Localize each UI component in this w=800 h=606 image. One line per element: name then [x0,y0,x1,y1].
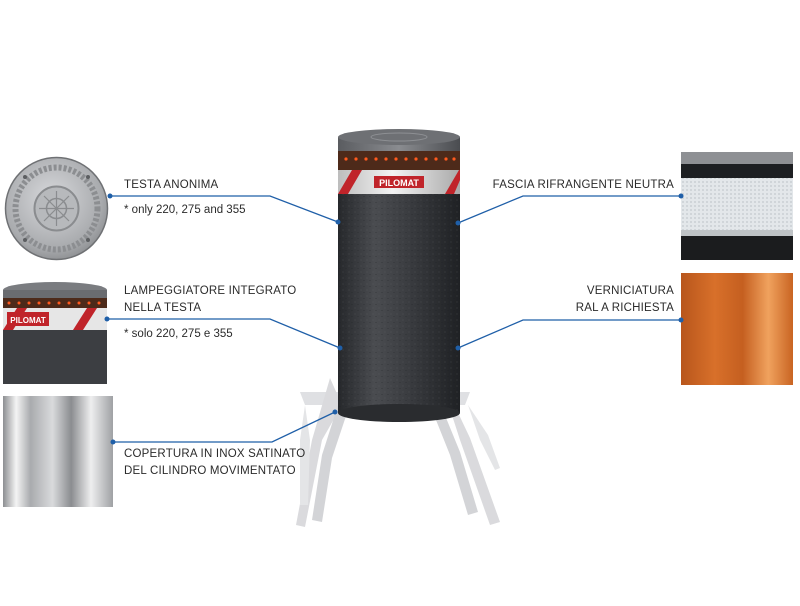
thumb-logo: PILOMAT [10,316,46,325]
band-logo: PILOMAT [379,178,419,188]
lampeggiatore-note-text: * solo 220, 275 e 355 [124,328,233,340]
lampeggiatore-line1: LAMPEGGIATORE INTEGRATO [124,285,297,297]
lampeggiatore-note: * solo 220, 275 e 355 [124,327,233,341]
verniciatura-label: VERNICIATURA RAL A RICHIESTA [576,283,674,317]
verniciatura-line2: RAL A RICHIESTA [575,302,674,314]
integrated-flasher-thumbnail: PILOMAT [3,280,107,384]
testa-anonima-label: TESTA ANONIMA [124,177,218,194]
fascia-title: FASCIA RIFRANGENTE NEUTRA [492,179,674,191]
testa-note-text: * only 220, 275 and 355 [124,204,246,216]
lampeggiatore-line2: NELLA TESTA [124,302,202,314]
reflective-band-thumbnail [681,152,793,260]
anonymous-head-thumbnail [3,155,110,262]
copertura-line2: DEL CILINDRO MOVIMENTATO [124,465,296,477]
copertura-label: COPERTURA IN INOX SATINATO DEL CILINDRO … [124,446,305,480]
lampeggiatore-label: LAMPEGGIATORE INTEGRATO NELLA TESTA [124,283,296,317]
testa-note: * only 220, 275 and 355 [124,203,246,217]
verniciatura-line1: VERNICIATURA [586,285,674,297]
ral-paint-thumbnail [681,273,793,385]
copertura-line1: COPERTURA IN INOX SATINATO [124,448,306,460]
stainless-cover-thumbnail [3,396,113,507]
testa-title: TESTA ANONIMA [124,179,219,191]
led-ring [344,157,456,161]
fascia-label: FASCIA RIFRANGENTE NEUTRA [493,177,674,194]
